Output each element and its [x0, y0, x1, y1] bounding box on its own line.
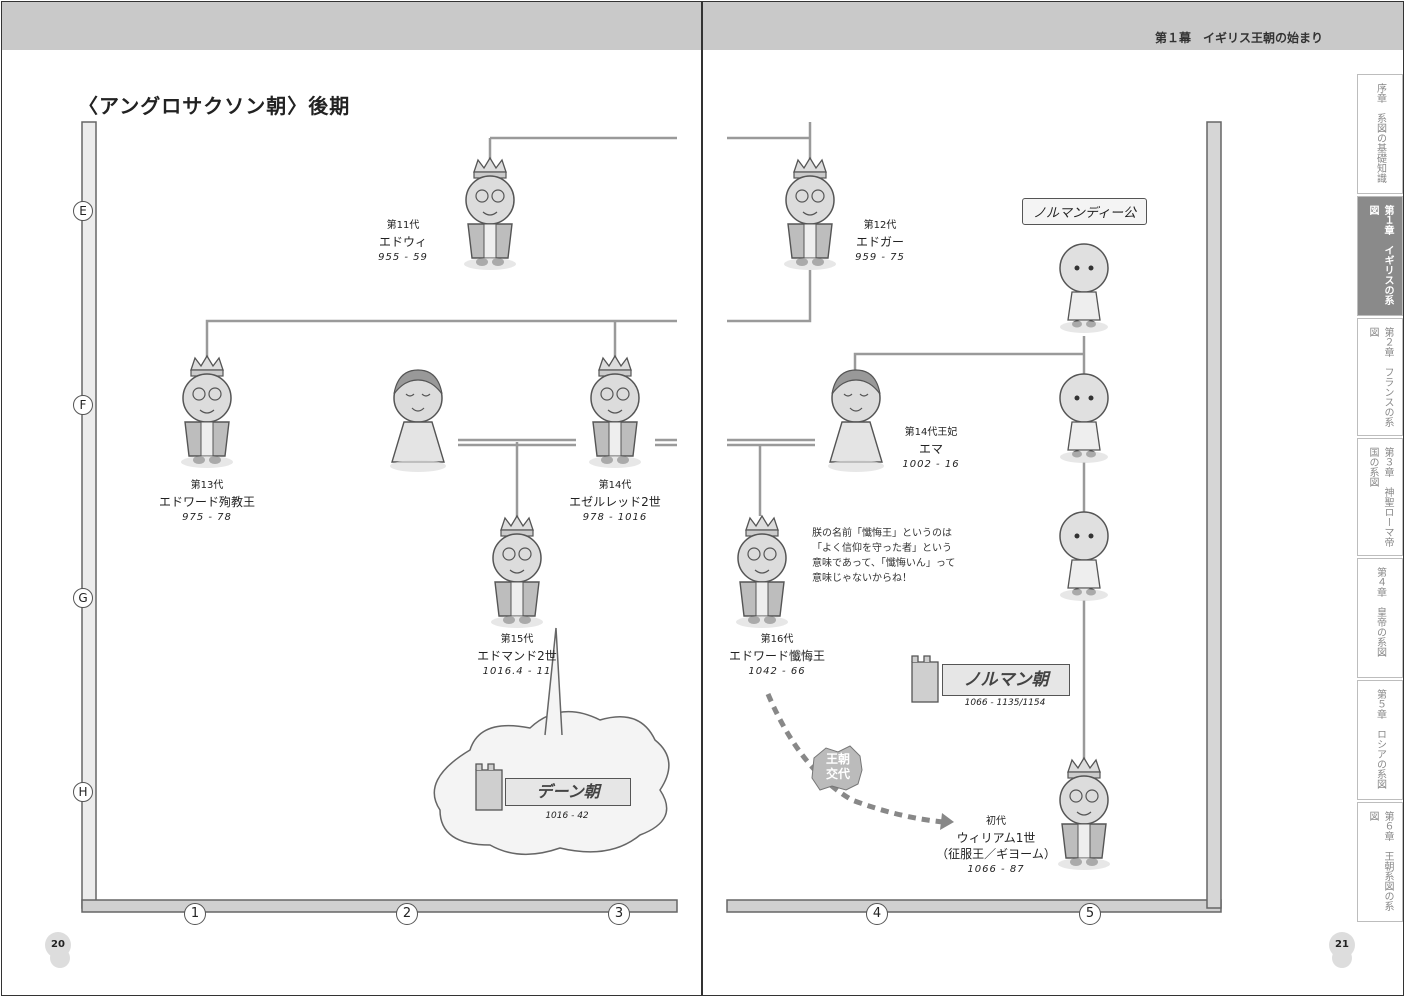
danish-dynasty-sign: デーン朝: [505, 778, 631, 806]
page-title: 〈アングロサクソン朝〉後期: [78, 94, 351, 118]
column-number-1: 1: [184, 903, 206, 925]
right-header-band: [703, 2, 1403, 50]
side-tab-intro[interactable]: 序章 系図の基礎知識: [1357, 74, 1403, 194]
ruler-letter-f: F: [73, 395, 93, 415]
side-tab-chapter-2[interactable]: 第２章 フランスの系図: [1357, 318, 1403, 436]
page-number-right: 21: [1329, 932, 1355, 958]
side-tab-chapter-6[interactable]: 第６章 王朝系図の系図: [1357, 802, 1403, 922]
norman-dynasty-sign: ノルマン朝: [942, 664, 1070, 696]
side-tab-chapter-5[interactable]: 第５章 ロシアの系図: [1357, 680, 1403, 800]
side-tab-chapter-3[interactable]: 第３章 神聖ローマ帝国の系図: [1357, 438, 1403, 556]
side-tab-chapter-1[interactable]: 第１章 イギリスの系図: [1357, 196, 1403, 316]
person-emma: 第14代王妃 エマ 1002 - 16: [902, 427, 960, 470]
ruler-letter-e: E: [73, 201, 93, 221]
column-number-3: 3: [608, 903, 630, 925]
person-edmund-2: 第15代 エドマンド2世 1016.4 - 11: [477, 634, 557, 677]
side-tab-chapter-4[interactable]: 第４章 皇帝の系図: [1357, 558, 1403, 678]
danish-dynasty-years: 1016 - 42: [545, 811, 589, 821]
norman-dynasty-years: 1066 - 1135/1154: [964, 698, 1046, 708]
left-page-frame: [1, 1, 702, 996]
ruler-letter-h: H: [73, 782, 93, 802]
column-number-2: 2: [396, 903, 418, 925]
person-ethelred-2: 第14代 エゼルレッド2世 978 - 1016: [569, 480, 661, 523]
column-number-4: 4: [866, 903, 888, 925]
dynasty-change-badge: 王朝 交代: [825, 752, 850, 781]
confessor-comment: 朕の名前「懺悔王」というのは 「よく信仰を守った者」という 意味であって、「懺悔…: [812, 528, 956, 584]
column-number-5: 5: [1079, 903, 1101, 925]
ruler-letter-g: G: [73, 588, 93, 608]
normandy-duke-scroll: ノルマンディー公: [1022, 198, 1148, 225]
person-edgar: 第12代 エドガー 959 - 75: [855, 220, 905, 263]
person-edward-martyr: 第13代 エドワード殉教王 975 - 78: [158, 480, 255, 523]
person-edwy: 第11代 エドウィ 955 - 59: [378, 220, 428, 263]
left-header-band: [2, 2, 701, 50]
person-william-1: 初代 ウィリアム1世 （征服王／ギヨーム） 1066 - 87: [936, 816, 1056, 875]
right-page-frame: [702, 1, 1404, 996]
person-edward-confessor: 第16代 エドワード懺悔王 1042 - 66: [728, 634, 825, 677]
chapter-title: 第１幕 イギリス王朝の始まり: [1155, 31, 1324, 45]
page-number-left: 20: [45, 932, 71, 958]
